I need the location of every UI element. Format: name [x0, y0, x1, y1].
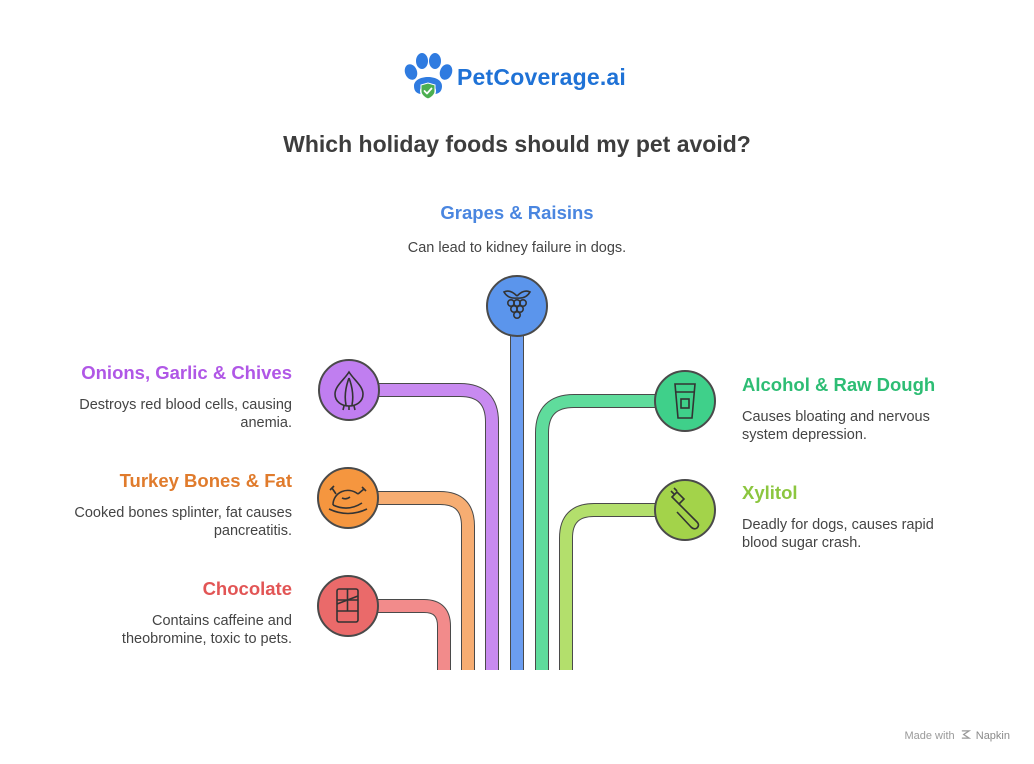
connector-onions	[370, 384, 498, 670]
connector-alcohol	[536, 395, 664, 670]
connector-chocolate	[370, 600, 450, 670]
onions-description: Destroys red blood cells, causing anemia…	[32, 396, 292, 432]
onions-node	[318, 359, 380, 421]
toothbrush-icon	[670, 487, 700, 530]
napkin-logo-icon	[961, 730, 971, 739]
brand-logo: PetCoverage.ai	[402, 52, 642, 104]
alcohol-description-line1: Causes bloating and nervous	[742, 409, 930, 425]
xylitol-description-line1: Deadly for dogs, causes rapid	[742, 517, 934, 533]
turkey-heading: Turkey Bones & Fat	[119, 470, 292, 491]
chocolate-description-line1: Contains caffeine and	[151, 613, 292, 629]
turkey-node	[317, 467, 379, 529]
chocolate-description: Contains caffeine and theobromine, toxic…	[32, 612, 292, 648]
paw-shield-icon	[404, 53, 453, 100]
turkey-description: Cooked bones splinter, fat causes pancre…	[32, 504, 292, 540]
napkin-brand-label: Napkin	[975, 730, 1010, 742]
made-with-footer[interactable]: Made with Napkin	[904, 729, 1010, 742]
turkey-description-line1: Cooked bones splinter, fat causes	[74, 505, 292, 521]
grapes-icon	[502, 290, 532, 319]
grapes-heading: Grapes & Raisins	[367, 202, 667, 224]
grapes-label: Grapes & Raisins	[440, 202, 594, 223]
glass-icon	[674, 383, 696, 419]
garlic-icon	[334, 370, 364, 411]
alcohol-heading: Alcohol & Raw Dough	[742, 374, 936, 395]
turkey-description-line2: pancreatitis.	[213, 523, 292, 539]
brand-name: PetCoverage.ai	[457, 64, 626, 90]
connector-turkey	[370, 492, 474, 670]
alcohol-node	[654, 370, 716, 432]
chocolate-bar-icon	[336, 588, 359, 623]
xylitol-heading: Xylitol	[742, 482, 798, 503]
chocolate-node	[317, 575, 379, 637]
alcohol-description-line2: system depression.	[742, 427, 867, 443]
xylitol-description: Deadly for dogs, causes rapid blood suga…	[742, 516, 1002, 552]
chocolate-heading: Chocolate	[202, 578, 292, 599]
onions-description-line1: Destroys red blood cells, causing	[79, 397, 292, 413]
alcohol-description: Causes bloating and nervous system depre…	[742, 408, 1002, 444]
grapes-description: Can lead to kidney failure in dogs.	[407, 240, 627, 256]
page-title: Which holiday foods should my pet avoid?	[283, 131, 751, 157]
chocolate-description-line2: theobromine, toxic to pets.	[121, 631, 292, 647]
roast-turkey-icon	[328, 485, 368, 515]
made-with-label: Made with	[904, 730, 955, 742]
xylitol-node	[654, 479, 716, 541]
xylitol-description-line2: blood sugar crash.	[742, 535, 862, 551]
connector-xylitol	[560, 504, 664, 670]
onions-description-line2: anemia.	[240, 415, 292, 431]
grapes-node	[486, 275, 548, 337]
onions-heading: Onions, Garlic & Chives	[81, 362, 292, 383]
